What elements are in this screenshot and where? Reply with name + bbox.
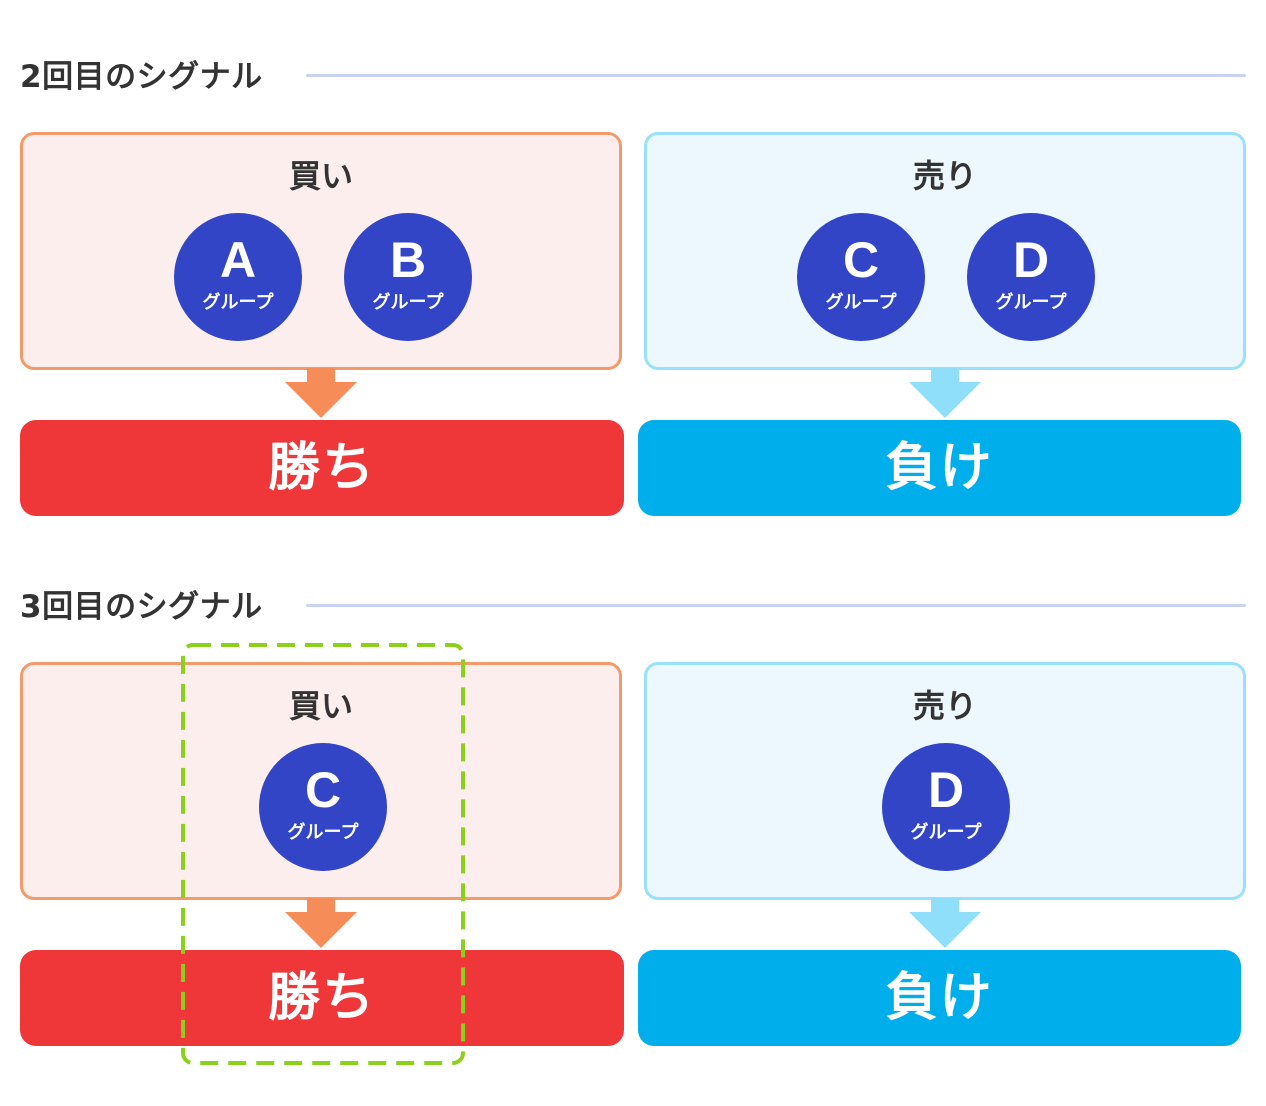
section-title-signal-3: 3回目のシグナル	[20, 589, 263, 625]
section-title-signal-2: 2回目のシグナル	[20, 59, 263, 95]
group-sub-label: グループ	[372, 292, 444, 313]
win-result-bar: 勝ち	[20, 950, 624, 1046]
buy-panel: 買い C グループ	[20, 662, 622, 900]
down-arrow-icon	[285, 898, 357, 948]
down-arrow-icon	[909, 898, 981, 948]
section-divider	[306, 604, 1246, 607]
buy-label: 買い	[288, 687, 353, 725]
group-sub-label: グループ	[202, 292, 274, 313]
group-letter: A	[219, 232, 257, 288]
group-sub-label: グループ	[287, 822, 359, 843]
group-letter: C	[304, 762, 342, 818]
group-circle-b: B グループ	[344, 213, 472, 341]
buy-label: 買い	[288, 157, 353, 195]
sell-label: 売り	[912, 687, 977, 725]
down-arrow-icon	[285, 368, 357, 418]
group-letter: B	[389, 232, 427, 288]
win-result-bar: 勝ち	[20, 420, 624, 516]
lose-result-bar: 負け	[638, 420, 1241, 516]
group-letter: C	[842, 232, 880, 288]
group-circle-a: A グループ	[174, 213, 302, 341]
group-circle-c: C グループ	[797, 213, 925, 341]
down-arrow-icon	[909, 368, 981, 418]
group-circle-d: D グループ	[882, 743, 1010, 871]
sell-panel: 売り D グループ	[644, 662, 1246, 900]
group-letter: D	[927, 762, 965, 818]
group-sub-label: グループ	[995, 292, 1067, 313]
group-circle-c: C グループ	[259, 743, 387, 871]
group-letter: D	[1012, 232, 1050, 288]
group-sub-label: グループ	[825, 292, 897, 313]
buy-panel: 買い A グループ B グループ	[20, 132, 622, 370]
section-divider	[306, 74, 1246, 77]
group-circle-d: D グループ	[967, 213, 1095, 341]
sell-panel: 売り C グループ D グループ	[644, 132, 1246, 370]
group-sub-label: グループ	[910, 822, 982, 843]
sell-label: 売り	[912, 157, 977, 195]
lose-result-bar: 負け	[638, 950, 1241, 1046]
